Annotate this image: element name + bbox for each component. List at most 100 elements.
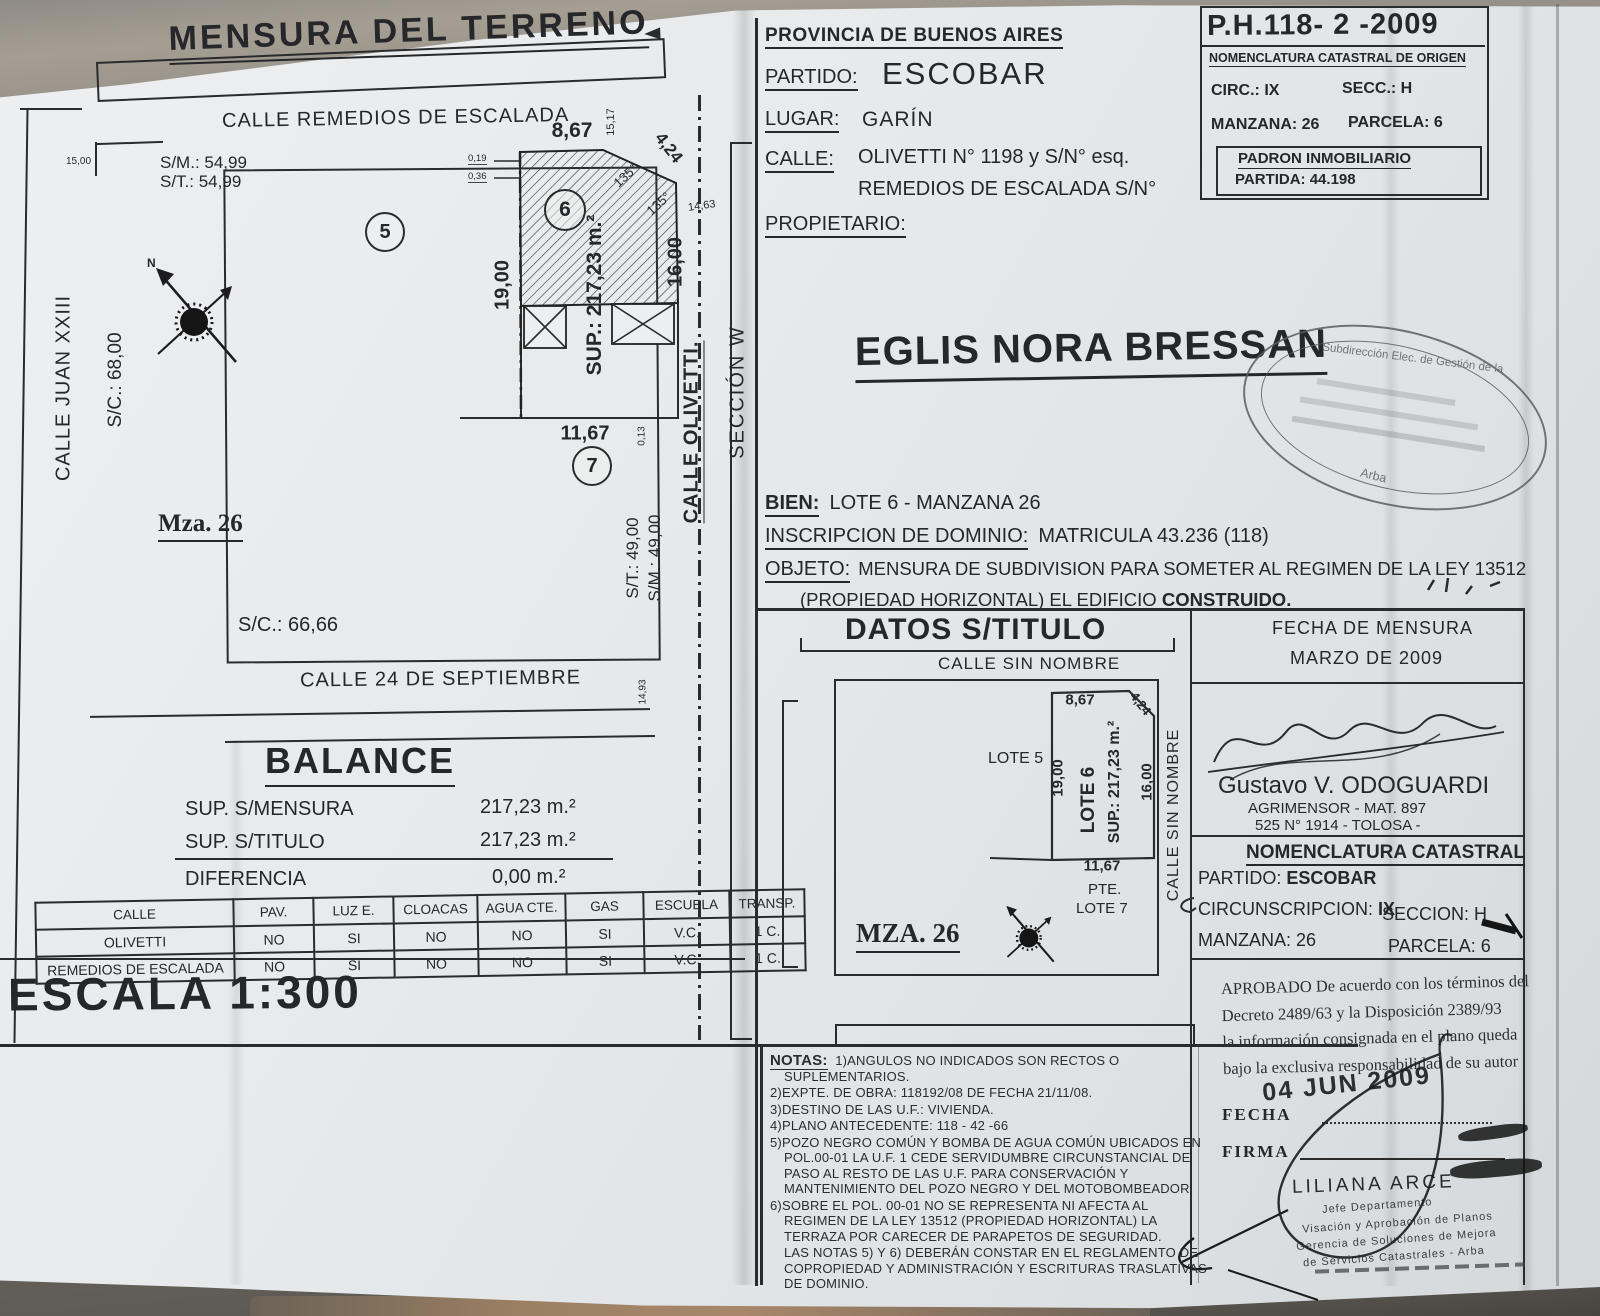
datos-diagram: [834, 679, 1159, 976]
padron-box: [1216, 146, 1482, 196]
ph-box-rule: [1200, 45, 1485, 47]
datos-street-top: CALLE SIN NOMBRE: [938, 654, 1121, 673]
services-header: CLOACAS: [393, 895, 478, 924]
balance-row-label: SUP. S/MENSURA: [185, 798, 354, 820]
street-label-bottom: CALLE 24 DE SEPTIEMBRE: [299, 666, 582, 692]
datos-title-bracket: [800, 650, 1175, 652]
lot6-sup-label: SUP.: 217,23 m.²: [583, 214, 606, 376]
dim-sm-5499: S/M.: 54,99: [160, 153, 247, 172]
datos-bracket-tick: [782, 966, 798, 968]
dim-19-00: 19,00: [491, 259, 514, 311]
notas-label: NOTAS:: [770, 1052, 828, 1070]
balance-row-label: DIFERENCIA: [185, 868, 307, 890]
datos-title-bracket-tick: [800, 638, 802, 652]
nomenclatura-seccion: SECCION: H: [1382, 904, 1488, 924]
surveyor-address: 525 N° 1914 - TOLOSA -: [1255, 817, 1421, 834]
calle-value-line2: REMEDIOS DE ESCALADA S/N°: [858, 178, 1157, 200]
scale-label: ESCALA 1:300: [7, 965, 363, 1021]
services-header: ESCUELA: [643, 890, 730, 920]
ph-circ: CIRC.: IX: [1211, 82, 1280, 99]
box-border: [1523, 608, 1525, 1285]
services-cell: NO: [478, 947, 567, 976]
padron-partida: PARTIDA: 44.198: [1235, 171, 1356, 188]
nota-item: 1)ANGULOS NO INDICADOS SON RECTOS O SUPL…: [784, 1053, 1120, 1084]
datos-bracket: [782, 700, 784, 968]
fecha-dotted-line: [1322, 1122, 1492, 1124]
balance-row-value: 217,23 m.²: [480, 829, 576, 851]
section-label: SECCIÓN W: [726, 325, 749, 459]
plan-bracket: [95, 142, 97, 176]
dim-sm-49: S/M.: 49,00: [645, 514, 664, 602]
box-border: [1190, 608, 1192, 1285]
objeto-line2: (PROPIEDAD HORIZONTAL) EL EDIFICIO CONST…: [800, 589, 1292, 610]
balance-row-label: SUP. S/TITULO: [185, 831, 325, 853]
notas-first-line: NOTAS: 1)ANGULOS NO INDICADOS SON RECTOS…: [770, 1052, 1210, 1084]
nomenclatura-parcela: PARCELA: 6: [1388, 936, 1491, 956]
compass-icon: [156, 268, 237, 363]
lot6-drawing: [460, 148, 680, 419]
lugar-value: GARÍN: [862, 108, 934, 131]
nota-item: LAS NOTAS 5) Y 6) DEBERÁN CONSTAR EN EL …: [784, 1245, 1207, 1291]
datos-title-bracket-tick: [1173, 638, 1175, 652]
partido-value: ESCOBAR: [882, 56, 1048, 91]
services-cell: 1 C.: [729, 916, 806, 945]
services-cell: SI: [565, 919, 645, 948]
dim-st-49: S/T.: 49,00: [623, 517, 642, 599]
services-header: PAV.: [233, 897, 314, 927]
dim-11-67: 11,67: [560, 422, 610, 445]
box-border: [1190, 682, 1523, 684]
balance-row-value: 217,23 m.²: [480, 796, 576, 818]
services-cell: NO: [477, 920, 567, 949]
services-header: TRANSP.: [729, 889, 805, 918]
ph-manzana: MANZANA: 26: [1211, 116, 1320, 133]
nomenclatura-manzana: MANZANA: 26: [1198, 930, 1317, 950]
datos-d1600: 16,00: [1138, 763, 1156, 801]
ph-subtitle: NOMENCLATURA CATASTRAL DE ORIGEN: [1209, 51, 1466, 67]
padron-title: PADRON INMOBILIARIO: [1238, 150, 1412, 169]
datos-lote5: LOTE 5: [988, 750, 1044, 767]
box-border: [1190, 835, 1523, 837]
dim-0-36: 0,36: [468, 171, 487, 183]
notas-border-left: [760, 1047, 763, 1285]
section-bracket-tick: [730, 1038, 752, 1040]
box-border: [1190, 958, 1523, 960]
datos-lote6: LOTE 6: [1078, 766, 1099, 834]
fecha-mensura-title: FECHA DE MENSURA: [1272, 618, 1474, 638]
fecha-label: FECHA: [1222, 1105, 1292, 1124]
bien-line: BIEN:LOTE 6 - MANZANA 26: [765, 492, 1041, 517]
nomenclatura-title: NOMENCLATURA CATASTRAL: [1246, 842, 1525, 866]
dim-8-67: 8,67: [551, 119, 593, 142]
datos-band-side: [1193, 1024, 1195, 1044]
lugar-label: LUGAR:: [765, 108, 840, 133]
datos-d1167: 11,67: [1083, 857, 1121, 875]
ph-secc: SECC.: H: [1342, 80, 1413, 97]
dim-0-13: 0,13: [636, 426, 648, 446]
lot-5-marker: 5: [365, 212, 405, 252]
services-cell: OLIVETTI: [35, 926, 235, 957]
services-header: LUZ E.: [313, 896, 394, 925]
dim-0-19: 0,19: [468, 153, 487, 165]
calle-label: CALLE:: [765, 148, 834, 173]
services-cell: SI: [313, 923, 395, 952]
surveyor-name: Gustavo V. ODOGUARDI: [1218, 772, 1490, 799]
datos-mza: MZA. 26: [856, 918, 960, 953]
mza-label: Mza. 26: [158, 510, 243, 542]
lot-6-marker: 6: [544, 189, 586, 231]
services-cell: V.C.: [643, 917, 731, 947]
datos-sup: SUP.: 217,23 m.²: [1106, 720, 1123, 844]
surveyor-signature: [1207, 714, 1505, 781]
dim-15-00: 15,00: [66, 156, 92, 167]
nomenclatura-partido: PARTIDO: ESCOBAR: [1198, 868, 1377, 888]
services-header: AGUA CTE.: [477, 893, 566, 922]
datos-d1900: 19,00: [1049, 759, 1067, 797]
services-header: GAS: [565, 892, 644, 921]
firma-label: FIRMA: [1222, 1142, 1290, 1161]
datos-pte: PTE.: [1088, 881, 1122, 898]
compass-icon: [1006, 905, 1055, 963]
section-bracket-tick: [730, 142, 752, 144]
datos-bracket-tick: [782, 700, 798, 702]
street-label-left: CALLE JUAN XXIII: [52, 294, 75, 482]
surveyor-matricula: AGRIMENSOR - MAT. 897: [1248, 800, 1427, 817]
